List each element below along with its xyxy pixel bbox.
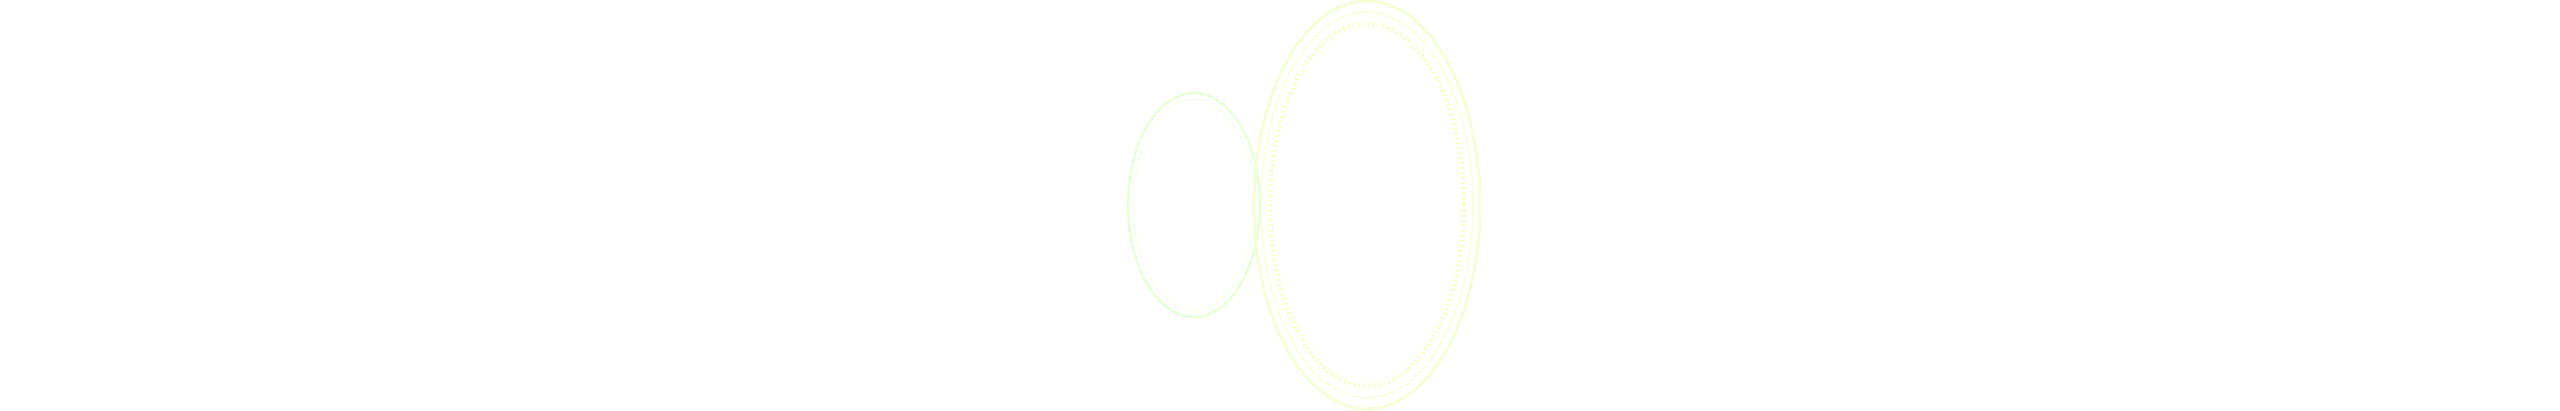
small-ring-outer	[1126, 91, 1262, 319]
small-ring-icon	[1126, 91, 1262, 319]
large-ring-dashes	[1267, 21, 1467, 389]
large-ring-mid	[1260, 11, 1474, 399]
small-ring-inner	[1132, 98, 1256, 312]
large-ring-outer	[1252, 0, 1482, 411]
large-ring-icon	[1252, 0, 1482, 411]
